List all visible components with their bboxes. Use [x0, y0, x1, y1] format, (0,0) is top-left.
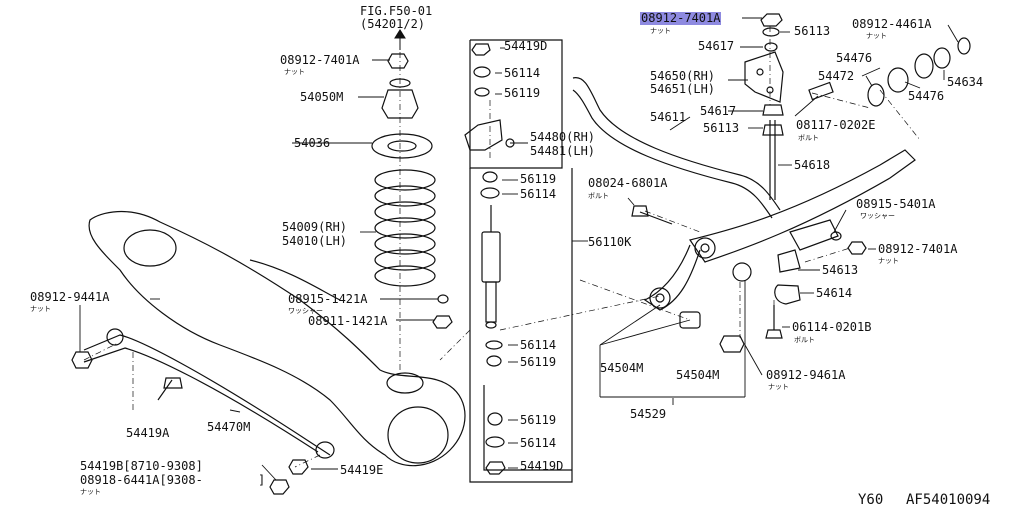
part-54618[interactable]: 54618 — [794, 158, 831, 172]
part-08912-9461A[interactable]: 08912-9461A — [766, 368, 846, 382]
part-54010[interactable]: 54010(LH) — [282, 234, 348, 248]
fig-ref-label[interactable]: FIG.F50-01 — [360, 4, 433, 18]
shock-absorber — [481, 205, 501, 329]
jp-washer-1421A: ワッシャー — [288, 307, 323, 315]
part-54617-mid[interactable]: 54617 — [700, 104, 737, 118]
part-54481[interactable]: 54481(LH) — [530, 144, 596, 158]
footer-code: AF54010094 — [906, 492, 991, 508]
trailing-arm-54529 — [689, 149, 916, 263]
top-washer — [762, 27, 780, 37]
part-54651[interactable]: 54651(LH) — [650, 82, 716, 96]
part-08117-0202E[interactable]: 08117-0202E — [796, 118, 876, 132]
part-56119-b[interactable]: 56119 — [520, 172, 557, 186]
part-54617-top[interactable]: 54617 — [698, 39, 735, 53]
part-56114-c[interactable]: 56114 — [520, 338, 557, 352]
jp-nut-4461A: ナット — [866, 32, 887, 40]
part-56119-a[interactable]: 56119 — [504, 86, 541, 100]
part-06114-0201B[interactable]: 06114-0201B — [792, 320, 872, 334]
part-08912-9441A[interactable]: 08912-9441A — [30, 290, 110, 304]
part-54504M-b[interactable]: 54504M — [676, 368, 720, 382]
bracket-54650 — [744, 51, 784, 103]
footer-model: Y60 — [858, 492, 884, 508]
spring-seat — [371, 133, 433, 159]
stabilizer-bar — [572, 77, 781, 211]
group-box-upper — [469, 39, 563, 169]
part-54419D-bot[interactable]: 54419D — [520, 459, 564, 473]
jp-nut-08918: ナット — [80, 488, 101, 496]
part-56110K[interactable]: 56110K — [588, 235, 632, 249]
axle-housing — [88, 210, 466, 467]
lateral-rod — [83, 334, 331, 456]
jp-washer-5401A: ワッシャー — [860, 212, 895, 220]
part-54036[interactable]: 54036 — [294, 136, 331, 150]
part-08915-1421A[interactable]: 08915-1421A — [288, 292, 368, 306]
part-54419E[interactable]: 54419E — [340, 463, 384, 477]
part-54504M-a[interactable]: 54504M — [600, 361, 644, 375]
part-54050M[interactable]: 54050M — [300, 90, 344, 104]
jp-nut-left: ナット — [284, 68, 305, 76]
part-54634[interactable]: 54634 — [947, 75, 984, 89]
part-54476-b[interactable]: 54476 — [908, 89, 945, 103]
part-54470M[interactable]: 54470M — [207, 420, 251, 434]
top-nut — [760, 13, 783, 27]
part-08915-5401A[interactable]: 08915-5401A — [856, 197, 936, 211]
jp-bolt-08117: ボルト — [798, 134, 819, 142]
group-box-shock — [469, 168, 573, 483]
coil-spring — [374, 169, 436, 287]
part-56119-d[interactable]: 56119 — [520, 413, 557, 427]
part-54419A[interactable]: 54419A — [126, 426, 170, 440]
jp-bolt-06114: ボルト — [794, 336, 815, 344]
part-54611[interactable]: 54611 — [650, 110, 687, 124]
part-54009[interactable]: 54009(RH) — [282, 220, 348, 234]
part-54613[interactable]: 54613 — [822, 263, 859, 277]
part-54476-a[interactable]: 54476 — [836, 51, 873, 65]
jp-bolt-08024: ボルト — [588, 192, 609, 200]
part-56114-b[interactable]: 56114 — [520, 187, 557, 201]
part-56114-a[interactable]: 56114 — [504, 66, 541, 80]
bracket-close: ] — [258, 473, 266, 487]
part-54614[interactable]: 54614 — [816, 286, 853, 300]
part-54480[interactable]: 54480(RH) — [530, 130, 596, 144]
part-54472[interactable]: 54472 — [818, 69, 855, 83]
part-08912-7401A-left[interactable]: 08912-7401A — [280, 53, 360, 67]
part-56119-c[interactable]: 56119 — [520, 355, 557, 369]
jp-nut-9441A: ナット — [30, 305, 51, 313]
part-56114-d[interactable]: 56114 — [520, 436, 557, 450]
jp-nut-right: ナット — [878, 257, 899, 265]
part-08918-6441A[interactable]: 08918-6441A[9308- — [80, 473, 203, 487]
part-56113-mid[interactable]: 56113 — [703, 121, 740, 135]
part-08912-7401A-top[interactable]: 08912-7401A — [640, 11, 722, 25]
part-08912-4461A[interactable]: 08912-4461A — [852, 17, 932, 31]
part-08912-7401A-right[interactable]: 08912-7401A — [878, 242, 958, 256]
jp-nut-9461A: ナット — [768, 383, 789, 391]
jp-nut-top: ナット — [650, 27, 671, 35]
part-54650[interactable]: 54650(RH) — [650, 69, 716, 83]
part-54419D-top[interactable]: 54419D — [504, 39, 548, 53]
part-08024-6801A[interactable]: 08024-6801A — [588, 176, 668, 190]
part-56113-top[interactable]: 56113 — [794, 24, 831, 38]
part-08911-1421A[interactable]: 08911-1421A — [308, 314, 388, 328]
fig-ref-sub-label[interactable]: (54201/2) — [360, 17, 426, 31]
group-box-lower — [483, 385, 572, 471]
part-54529[interactable]: 54529 — [630, 407, 667, 421]
part-54419B[interactable]: 54419B[8710-9308] — [80, 459, 203, 473]
upper-mount — [381, 89, 419, 119]
